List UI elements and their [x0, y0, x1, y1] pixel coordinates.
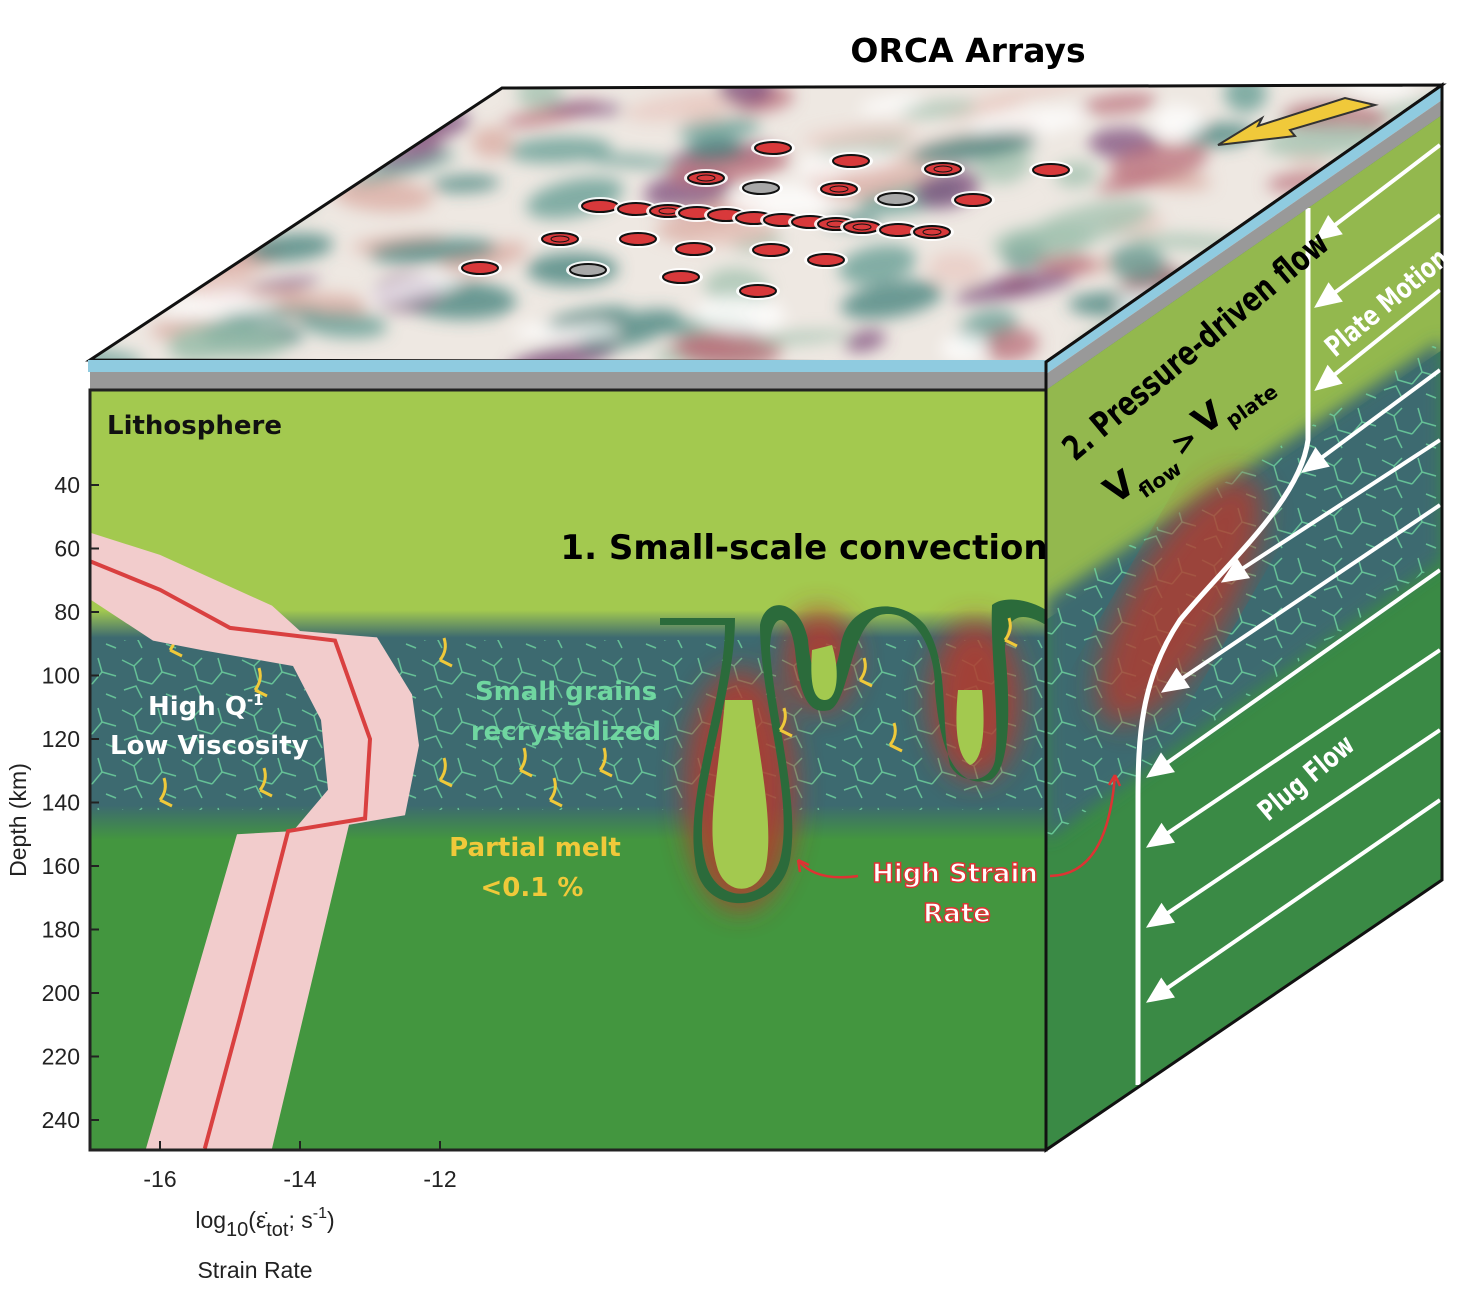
ocean-layer	[88, 360, 1048, 372]
station-marker	[675, 242, 713, 256]
small-scale-convection-label: 1. Small-scale convection	[560, 528, 1047, 568]
arrowhead-icon	[1145, 902, 1176, 928]
y-tick-label: 100	[42, 663, 80, 689]
station-marker	[569, 263, 607, 277]
y-axis-label: Depth (km)	[5, 763, 31, 877]
arrowhead-icon	[1145, 822, 1176, 848]
station-marker	[619, 232, 657, 246]
y-tick-label: 140	[42, 790, 80, 816]
strain-rate-line	[90, 559, 373, 1150]
strain-rate-profile	[90, 532, 419, 1150]
strain-rate-uncertainty-band	[90, 532, 419, 1149]
strain-rate-axes: 40 60 80 100 120 140 160 180 200 220 240 -16 -14 -12	[42, 472, 457, 1192]
flow-arrow	[1163, 503, 1442, 692]
station-marker	[807, 253, 845, 267]
recrystalized-label: recrystalized	[471, 717, 661, 747]
right-cross-section	[1044, 82, 1444, 1153]
x-axis-label-strain-rate: Strain Rate	[197, 1257, 312, 1283]
station-marker	[877, 192, 915, 206]
arrowhead-icon	[1146, 752, 1175, 778]
lithosphere-layer	[90, 390, 1046, 630]
grains-texture	[90, 640, 1046, 810]
flow-profile-line	[1135, 208, 1311, 1085]
y-tick-label: 60	[54, 536, 80, 562]
flow-arrow	[1303, 368, 1442, 472]
front-cross-section	[88, 360, 1048, 1152]
y-tick-label: 180	[42, 917, 80, 943]
flow-arrow	[1316, 143, 1442, 240]
crust-layer	[90, 372, 1046, 390]
arrowhead-icon	[1220, 557, 1251, 583]
small-grains-label: Small grains	[475, 677, 657, 707]
lithosphere-label: Lithosphere	[107, 411, 282, 441]
y-tick-label: 80	[54, 599, 80, 625]
partial-melt-label: Partial melt	[449, 833, 621, 863]
arrowhead-icon	[1145, 977, 1175, 1003]
station-marker	[1032, 163, 1070, 177]
flow-arrow	[1316, 288, 1442, 390]
station-marker	[832, 154, 870, 168]
station-marker	[754, 141, 792, 155]
station-marker	[461, 261, 499, 275]
figure-title: ORCA Arrays	[850, 31, 1085, 70]
arrowhead-icon	[1314, 364, 1343, 392]
station-marker	[581, 199, 619, 213]
station-marker	[742, 181, 780, 195]
melt-fraction-label: <0.1 %	[481, 873, 584, 903]
convection-drips	[660, 599, 1046, 904]
flow-arrows	[1145, 143, 1442, 1003]
arrowhead-icon	[1314, 282, 1343, 308]
arrowhead-icon	[1301, 447, 1330, 473]
y-tick-label: 220	[42, 1044, 80, 1070]
high-strain-arrows	[796, 774, 1122, 879]
low-viscosity-label: Low Viscosity	[110, 731, 309, 761]
flow-arrow	[1316, 213, 1442, 307]
y-tick-label: 200	[42, 980, 80, 1006]
flow-arrow	[1148, 568, 1442, 777]
y-tick-label: 240	[42, 1107, 80, 1133]
flow-arrow	[1223, 438, 1442, 582]
arrowhead-icon	[1314, 215, 1343, 241]
plate-motion-arrow-icon	[1217, 96, 1379, 146]
high-strain-label: High Strain	[872, 859, 1038, 889]
y-tick-label: 120	[42, 726, 80, 752]
station-marker	[662, 270, 700, 284]
station-marker	[739, 284, 777, 298]
y-tick-label: 160	[42, 853, 80, 879]
rate-label: Rate	[923, 899, 991, 929]
flow-arrow	[1148, 798, 1442, 1002]
flow-arrow	[1148, 648, 1442, 847]
high-q-label: High Q-1	[148, 691, 264, 722]
x-tick-label: -16	[143, 1166, 176, 1192]
x-tick-label: -12	[423, 1166, 456, 1192]
x-tick-label: -14	[283, 1166, 316, 1192]
y-tick-label: 40	[54, 472, 80, 498]
flow-arrow	[1148, 728, 1442, 927]
station-marker	[752, 243, 790, 257]
seismic-stations	[458, 139, 1073, 300]
arrowhead-icon	[1160, 667, 1191, 693]
x-axis-label: log10(ε̇tot; s-1)	[195, 1205, 334, 1241]
station-marker	[954, 193, 992, 207]
